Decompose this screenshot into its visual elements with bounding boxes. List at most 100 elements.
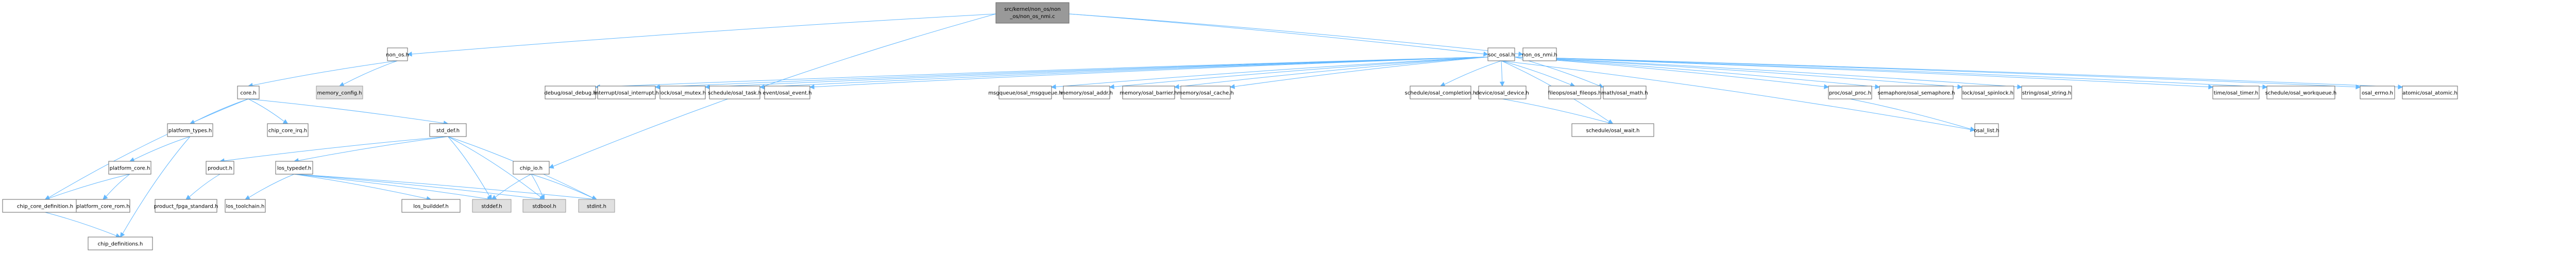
edge-root-to-non_os_h — [406, 13, 996, 57]
edge-line — [448, 136, 541, 198]
node-chip-io-h[interactable]: chip_io.h — [513, 161, 550, 175]
node-label: non_os_nmi.h — [1522, 53, 1557, 58]
edge-root-to-chip_io_h — [548, 13, 996, 169]
node-label: fileops/osal_fileops.h — [1548, 91, 1602, 96]
node-osal-workqueue-h[interactable]: schedule/osal_workqueue.h — [2265, 86, 2336, 99]
node-osal-list-h[interactable]: osal_list.h — [1974, 123, 1999, 137]
node-box — [545, 86, 596, 99]
edge-los_typedef_h-to-los_toolchain_h — [245, 174, 295, 200]
node-osal-barrier-h[interactable]: memory/osal_barrier.h — [1120, 86, 1178, 99]
node-box — [2360, 86, 2395, 99]
node-chip-definitions-h[interactable]: chip_definitions.h — [88, 237, 153, 250]
edge-line — [133, 136, 191, 160]
edge-line — [1069, 13, 1519, 55]
node-osal-string-h[interactable]: string/osal_string.h — [2021, 86, 2072, 99]
edge-line — [48, 98, 249, 198]
node-chip-core-definition-h[interactable]: chip_core_definition.h — [2, 199, 88, 213]
edge-line — [599, 57, 1488, 88]
node-osal-event-h[interactable]: event/osal_event.h — [762, 86, 812, 99]
node-box — [387, 47, 408, 61]
node-osal-math-h[interactable]: math/osal_math.h — [1601, 86, 1648, 99]
node-box — [225, 199, 266, 213]
node-box — [1828, 86, 1872, 99]
node-osal-msgqueue-h[interactable]: msgqueue/osal_msgqueue.h — [988, 86, 1062, 99]
node-osal-proc-h[interactable]: proc/osal_proc.h — [1828, 86, 1872, 99]
node-label: platform_types.h — [168, 128, 212, 134]
edge-line — [1113, 57, 1488, 87]
node-platform-core-h[interactable]: platform_core.h — [108, 161, 151, 175]
node-los-typedef-h[interactable]: los_typedef.h — [275, 161, 313, 175]
node-product-fpga-standard-h[interactable]: product_fpga_standard.h — [154, 199, 218, 213]
node-osal-device-h[interactable]: device/osal_device.h — [1476, 86, 1529, 99]
node-box — [513, 161, 550, 175]
edge-line — [48, 174, 130, 199]
node-product-h[interactable]: product.h — [206, 161, 234, 175]
arrowhead-icon — [1174, 84, 1179, 89]
edge-line — [1514, 57, 2209, 88]
node-label: schedule/osal_workqueue.h — [2265, 91, 2336, 96]
node-osal-mutex-h[interactable]: lock/osal_mutex.h — [659, 86, 706, 99]
node-osal-spinlock-h[interactable]: lock/osal_spinlock.h — [1961, 86, 2014, 99]
arrowhead-icon — [1957, 84, 1963, 90]
edge-soc_osal_h-to-osal_barrier_h — [1174, 57, 1488, 89]
node-osal-errno-h[interactable]: osal_errno.h — [2360, 86, 2395, 99]
node-osal-wait-h[interactable]: schedule/osal_wait.h — [1571, 123, 1654, 137]
node-non-os-h[interactable]: non_os.h — [386, 47, 409, 61]
node-los-toolchain-h[interactable]: los_toolchain.h — [225, 199, 266, 213]
node-label: schedule/osal_task.h — [708, 91, 761, 96]
edge-std_def_h-to-product_h — [219, 136, 448, 163]
edge-soc_osal_h-to-osal_cache_h — [1229, 57, 1488, 89]
node-label: soc_osal.h — [1488, 53, 1515, 58]
node-label: math/osal_math.h — [1601, 91, 1648, 96]
edge-soc_osal_h-to-osal_semaphore_h — [1514, 57, 1880, 90]
node-osal-timer-h[interactable]: time/osal_timer.h — [2212, 86, 2260, 99]
node-osal-completion-h[interactable]: schedule/osal_completion.h — [1405, 86, 1477, 99]
node-box — [1122, 86, 1175, 99]
edge-soc_osal_h-to-osal_msgqueue_h — [1050, 57, 1488, 90]
node-non-os-nmi-h[interactable]: non_os_nmi.h — [1522, 47, 1557, 61]
node-label: chip_core_definition.h — [17, 204, 73, 210]
node-osal-semaphore-h[interactable]: semaphore/osal_semaphore.h — [1877, 86, 1955, 99]
edge-chip_core_definition_h-to-chip_definitions_h — [45, 212, 121, 238]
node-label: product.h — [208, 166, 232, 172]
edge-line — [448, 136, 490, 196]
node-label: interrupt/osal_interrupt.h — [594, 91, 659, 96]
node-los-builddef-h[interactable]: los_builddef.h — [401, 199, 461, 213]
node-label: memory/osal_addr.h — [1060, 91, 1113, 96]
node-osal-interrupt-h[interactable]: interrupt/osal_interrupt.h — [594, 86, 659, 99]
node-osal-debug-h[interactable]: debug/osal_debug.h — [544, 86, 597, 99]
node-osal-task-h[interactable]: schedule/osal_task.h — [708, 86, 761, 99]
edge-line — [1234, 57, 1488, 87]
edge-line — [1514, 57, 2263, 88]
edge-soc_osal_h-to-osal_proc_h — [1514, 57, 1829, 89]
node-box — [1478, 86, 1527, 99]
node-box — [597, 86, 656, 99]
node-osal-addr-h[interactable]: memory/osal_addr.h — [1060, 86, 1113, 99]
node-stdint-h: stdint.h — [578, 199, 615, 213]
edge-std_def_h-to-stddef_h — [448, 136, 493, 200]
node-platform-core-rom-h[interactable]: platform_core_rom.h — [76, 199, 130, 213]
arrowhead-icon — [245, 195, 250, 200]
node-osal-fileops-h[interactable]: fileops/osal_fileops.h — [1548, 86, 1602, 99]
arrowhead-icon — [654, 84, 660, 90]
node-core-h[interactable]: core.h — [237, 86, 260, 99]
edge-platform_core_h-to-platform_core_rom_h — [103, 174, 130, 200]
node-box — [429, 123, 467, 137]
arrowhead-icon — [491, 195, 497, 200]
node-osal-cache-h[interactable]: memory/osal_cache.h — [1177, 86, 1234, 99]
node-platform-types-h[interactable]: platform_types.h — [167, 123, 213, 137]
node-label: chip_core_irq.h — [268, 128, 307, 134]
node-soc-osal-h[interactable]: soc_osal.h — [1487, 47, 1515, 61]
node-box — [1571, 123, 1654, 137]
edge-soc_osal_h-to-osal_workqueue_h — [1514, 57, 2268, 90]
node-std-def-h[interactable]: std_def.h — [429, 123, 467, 137]
node-label: std_def.h — [436, 128, 460, 134]
node-chip-core-irq-h[interactable]: chip_core_irq.h — [267, 123, 309, 137]
edge-line — [1178, 57, 1488, 87]
node-box — [578, 199, 615, 213]
arrowhead-icon — [338, 82, 345, 87]
node-label: src/kernel/non_os/non — [1004, 7, 1060, 12]
edge-soc_osal_h-to-osal_spinlock_h — [1514, 57, 1963, 90]
node-osal-atomic-h[interactable]: atomic/osal_atomic.h — [2402, 86, 2458, 99]
